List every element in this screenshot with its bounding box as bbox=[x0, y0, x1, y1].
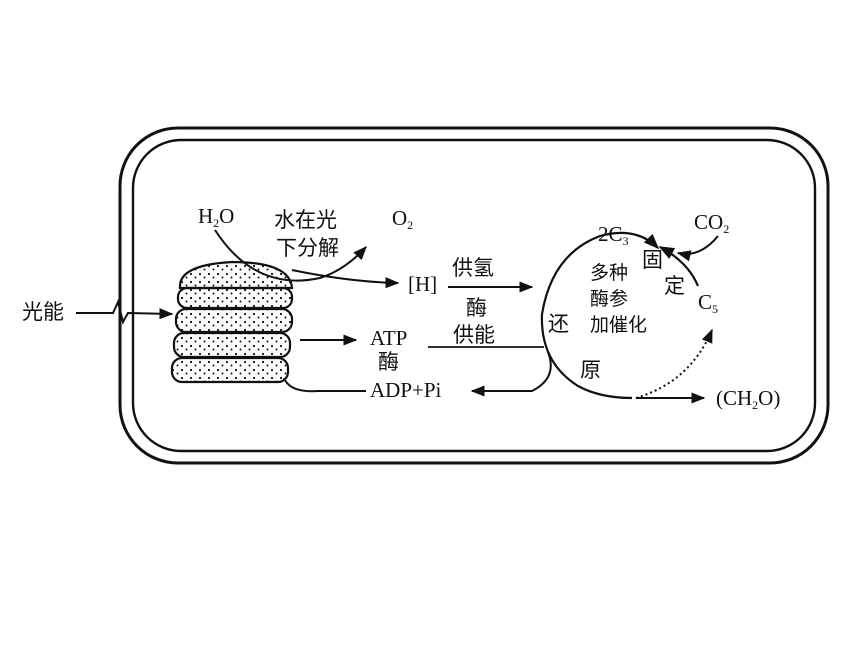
enzyme-label-top: 酶 bbox=[466, 296, 487, 320]
light-energy-arrow bbox=[76, 298, 174, 325]
c5-label: C5 bbox=[698, 290, 719, 316]
c5-regeneration-dotted-arc bbox=[635, 328, 713, 399]
thylakoid-disc bbox=[170, 356, 290, 384]
fixation-label-2: 定 bbox=[664, 274, 685, 298]
enzyme-label-bottom: 酶 bbox=[378, 350, 399, 374]
thylakoid-disc bbox=[176, 286, 294, 310]
thylakoid-disc bbox=[178, 260, 294, 290]
water-splitting-curve bbox=[214, 229, 367, 282]
water-split-label-2: 下分解 bbox=[276, 236, 339, 260]
supply-energy-label: 供能 bbox=[453, 323, 495, 347]
enzymes-label-1: 多种 bbox=[590, 262, 629, 284]
grana-stack bbox=[170, 260, 294, 384]
oxygen-label: O2 bbox=[392, 206, 414, 232]
chloroplast-inner-membrane bbox=[131, 138, 817, 453]
thylakoid-disc bbox=[174, 307, 294, 334]
supply-hydrogen-label: 供氢 bbox=[452, 256, 494, 280]
atp-label: ATP bbox=[370, 326, 408, 350]
adp-return-arrow bbox=[470, 351, 552, 397]
co2-input-arrow bbox=[676, 235, 719, 262]
water-split-label-1: 水在光 bbox=[274, 208, 337, 232]
calvin-cycle-reduction-arc bbox=[540, 231, 660, 400]
hydrogen-label: [H] bbox=[408, 272, 438, 296]
adp-to-grana-line bbox=[283, 377, 366, 393]
enzymes-label-3: 加催化 bbox=[590, 314, 648, 336]
reduction-label-1: 还 bbox=[548, 312, 569, 336]
c3-label: 2C3 bbox=[598, 222, 629, 248]
light-energy-label: 光能 bbox=[22, 300, 64, 324]
hydrogen-arrow bbox=[291, 269, 400, 289]
co2-label: CO2 bbox=[694, 210, 730, 236]
water-label: H2O bbox=[198, 204, 235, 230]
fixation-label-1: 固 bbox=[642, 248, 663, 272]
calvin-cycle-fixation-arc bbox=[658, 246, 700, 287]
carbohydrate-label: (CH2O) bbox=[716, 386, 781, 412]
adp-pi-label: ADP+Pi bbox=[370, 378, 442, 402]
thylakoid-disc bbox=[172, 331, 292, 359]
chloroplast-outer-membrane bbox=[118, 126, 830, 465]
reduction-label-2: 原 bbox=[580, 358, 601, 382]
enzymes-label-2: 酶参 bbox=[590, 288, 629, 310]
